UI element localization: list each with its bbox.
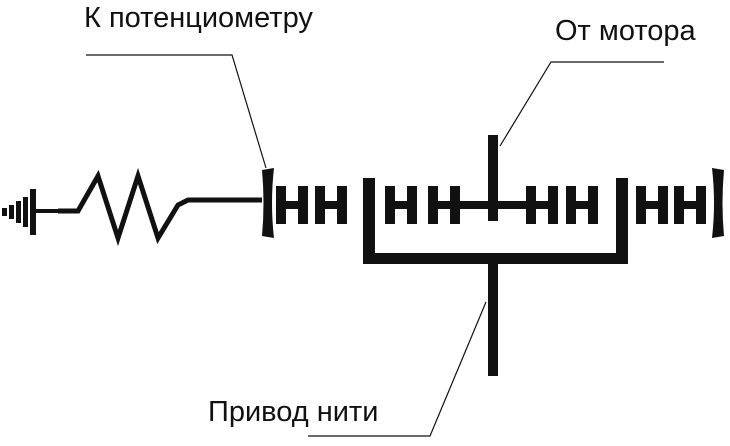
thread-drive-shaft xyxy=(488,258,498,376)
motor-shaft xyxy=(488,135,498,221)
right-end-plate xyxy=(712,168,724,238)
bearing-group-center xyxy=(385,186,598,224)
label-thread-drive: Привод нити xyxy=(208,396,379,428)
bearing-group-left xyxy=(276,186,347,224)
bearing-group-right xyxy=(636,186,706,224)
leader-motor xyxy=(499,61,664,147)
leader-thread-drive xyxy=(308,301,487,437)
label-motor: От мотора xyxy=(555,15,696,47)
label-potentiometer: К потенциометру xyxy=(84,2,313,34)
spring xyxy=(58,167,262,247)
ground-symbol xyxy=(2,189,60,235)
left-end-plate xyxy=(262,168,274,238)
leader-potentiometer xyxy=(86,54,267,169)
